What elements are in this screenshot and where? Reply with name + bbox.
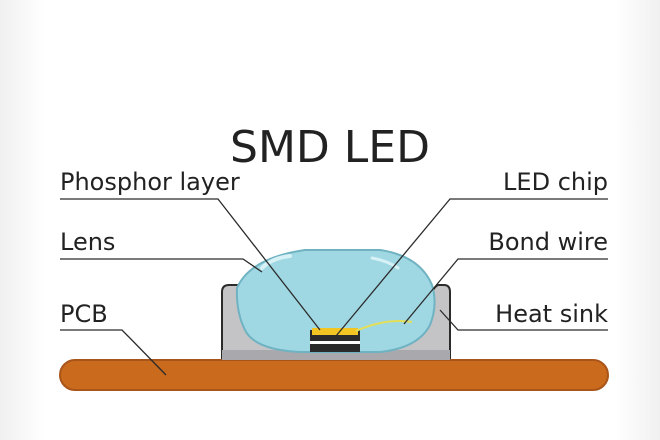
bond-wire <box>355 320 413 332</box>
leader-lines <box>60 198 608 376</box>
housing-base <box>222 350 450 360</box>
left-edge-shade <box>0 0 44 440</box>
leader-phosphor-layer <box>60 198 321 331</box>
lens-highlight <box>370 256 400 270</box>
led-chip-stripe <box>310 341 360 344</box>
leader-heat-sink <box>439 309 608 331</box>
leader-led-chip <box>335 198 608 337</box>
led-chip-phosphor <box>312 328 358 335</box>
label-phosphor-layer: Phosphor layer <box>60 168 240 196</box>
label-pcb: PCB <box>60 300 108 328</box>
leader-lens <box>60 258 263 273</box>
leader-pcb <box>60 329 167 376</box>
leader-bond-wire <box>403 258 608 325</box>
lens-dome <box>235 249 436 353</box>
label-led-chip: LED chip <box>503 168 608 196</box>
label-heat-sink: Heat sink <box>495 300 608 328</box>
right-edge-shade <box>616 0 660 440</box>
label-lens: Lens <box>60 228 115 256</box>
label-bond-wire: Bond wire <box>488 228 608 256</box>
pcb-board <box>59 359 609 391</box>
lens-highlight <box>260 254 292 270</box>
diagram-title: SMD LED <box>230 122 430 173</box>
